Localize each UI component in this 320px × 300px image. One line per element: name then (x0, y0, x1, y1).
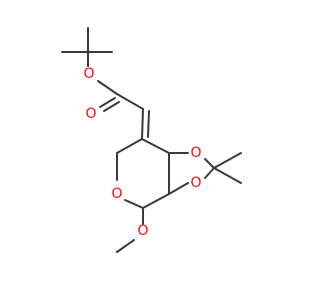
dioxolane-oxygen-bottom-label: O (190, 175, 201, 191)
ester-ether-oxygen-label: O (83, 66, 94, 82)
bond-carbonyl-double-b (103, 101, 120, 112)
bond-dioxolane-top-to-acetal-carbon (204, 158, 215, 169)
methoxy-oxygen-label: O (137, 223, 148, 239)
ring-oxygen-label: O (111, 186, 122, 202)
dioxolane-oxygen-top-label: O (190, 145, 201, 161)
bond-ring-oxygen-to-c1 (124, 199, 144, 209)
bond-carbonyl-to-vinyl (116, 93, 144, 110)
bond-acetal-methyl-bottom (213, 167, 242, 184)
bond-dioxolane-bottom-oxygen (168, 182, 189, 195)
bond-ester-oxygen-to-carbonyl (97, 80, 118, 95)
bond-exocyclic-double-a (141, 108, 144, 140)
bond-ring-c1-to-c2 (142, 193, 170, 209)
bond-exocyclic-double-b (147, 110, 150, 138)
bond-ring-c4-to-c5 (116, 138, 143, 154)
bond-methoxy-oxygen-to-methyl (116, 239, 135, 253)
molecule-svg: O O O O O O (61, 27, 242, 253)
bond-dioxolane-bottom-to-acetal-carbon (204, 167, 215, 179)
ester-carbonyl-oxygen-label: O (85, 106, 96, 122)
bond-ring-c3-to-c4 (141, 138, 170, 154)
bond-acetal-methyl-top (213, 152, 242, 169)
molecule-structure-diagram: O O O O O O (61, 27, 242, 253)
bond-carbonyl-double-a (99, 97, 116, 108)
